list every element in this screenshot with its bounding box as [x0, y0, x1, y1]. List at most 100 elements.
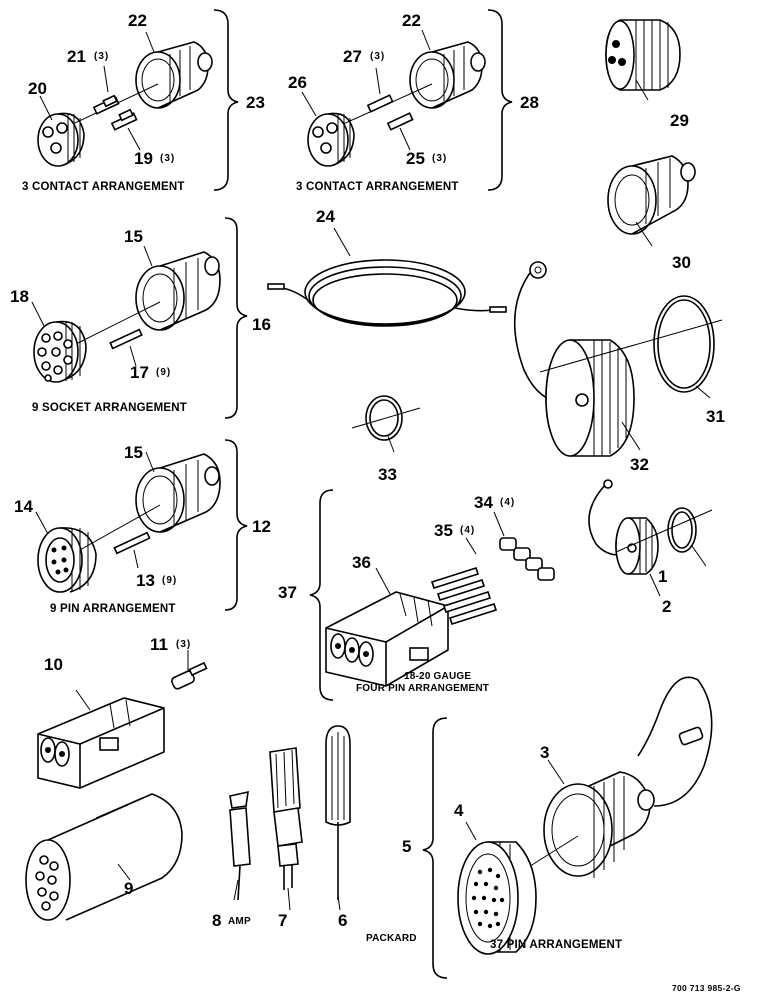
callout-31: 31 — [706, 407, 725, 426]
qty-25: (3) — [432, 153, 448, 164]
part-36-housing — [325, 591, 449, 687]
callout-21: 21 — [67, 47, 86, 66]
callout-5: 5 — [402, 837, 412, 856]
part-33-ring — [351, 395, 421, 441]
part-19-contacts — [110, 108, 138, 131]
part-34-seals — [499, 537, 555, 581]
callout-36: 36 — [352, 553, 371, 572]
part-7-insertion-tool — [269, 747, 303, 890]
callout-3: 3 — [540, 743, 550, 762]
part-6-packard-tool — [325, 725, 351, 900]
callout-13: 13 — [136, 571, 155, 590]
callout-23: 23 — [246, 93, 265, 112]
part-24-cable — [267, 259, 507, 327]
part-1-ring — [667, 507, 697, 553]
caption-18-20-gauge: 18-20 GAUGE — [404, 671, 472, 682]
caption-3-contact-a: 3 CONTACT ARRANGEMENT — [22, 181, 185, 193]
caption-amp: AMP — [228, 916, 251, 927]
callout-14: 14 — [14, 497, 33, 516]
leader-lines — [31, 29, 711, 911]
callout-15-b: 15 — [124, 443, 143, 462]
callout-8: 8 — [212, 911, 222, 930]
part-10-housing — [37, 697, 165, 789]
callout-22-b: 22 — [402, 11, 421, 30]
part-20-insert-a — [37, 112, 85, 167]
qty-17: (9) — [156, 367, 172, 378]
bracket-23 — [213, 9, 239, 191]
part-18-insert — [33, 320, 87, 383]
callout-20: 20 — [28, 79, 47, 98]
callout-32: 32 — [630, 455, 649, 474]
drawing-code: 700 713 985-2-G — [672, 983, 741, 993]
bracket-12 — [224, 439, 248, 611]
callout-30: 30 — [672, 253, 691, 272]
part-2-cap — [588, 479, 659, 575]
callout-26: 26 — [288, 73, 307, 92]
qty-21: (3) — [94, 51, 110, 62]
caption-9-socket: 9 SOCKET ARRANGEMENT — [32, 402, 187, 414]
part-35-terminals — [430, 566, 498, 626]
part-15-shell-a — [135, 251, 221, 331]
bracket-16 — [224, 217, 248, 419]
part-17-contact — [109, 328, 143, 350]
caption-packard: PACKARD — [366, 933, 417, 944]
bracket-5 — [422, 717, 448, 979]
callout-11: 11 — [150, 635, 168, 654]
part-13-pin — [113, 531, 151, 555]
callout-28: 28 — [520, 93, 539, 112]
part-9-plug — [25, 793, 183, 921]
part-11-seal — [171, 661, 208, 690]
caption-four-pin: FOUR PIN ARRANGEMENT — [356, 683, 490, 694]
callout-37: 37 — [278, 583, 297, 602]
qty-11: (3) — [176, 639, 192, 650]
qty-35: (4) — [460, 525, 476, 536]
bracket-28 — [487, 9, 513, 191]
part-3-shell — [543, 676, 713, 878]
callout-24: 24 — [316, 207, 335, 226]
qty-19: (3) — [160, 153, 176, 164]
part-4-insert — [457, 841, 537, 955]
callout-22-a: 22 — [128, 11, 147, 30]
caption-3-contact-b: 3 CONTACT ARRANGEMENT — [296, 181, 459, 193]
bracket-37 — [309, 489, 334, 701]
callout-1: 1 — [658, 567, 668, 586]
caption-9-pin: 9 PIN ARRANGEMENT — [50, 603, 176, 615]
part-27-contacts — [366, 94, 394, 113]
part-26-insert-b — [307, 112, 355, 167]
callout-9: 9 — [124, 879, 134, 898]
callout-17: 17 — [130, 363, 149, 382]
part-22-shell-b — [409, 41, 486, 109]
part-32-cap — [513, 261, 635, 457]
callout-29: 29 — [670, 111, 689, 130]
callout-33: 33 — [378, 465, 397, 484]
callout-10: 10 — [44, 655, 63, 674]
part-8-amp-tool — [229, 790, 251, 901]
callout-15-a: 15 — [124, 227, 143, 246]
qty-27: (3) — [370, 51, 386, 62]
part-30-shell — [607, 155, 696, 235]
callout-2: 2 — [662, 597, 672, 616]
callout-34: 34 — [474, 493, 493, 512]
callout-25: 25 — [406, 149, 425, 168]
part-14-insert — [37, 527, 97, 593]
callout-27: 27 — [343, 47, 362, 66]
callout-7: 7 — [278, 911, 288, 930]
callout-12: 12 — [252, 517, 271, 536]
part-29-plug — [605, 19, 681, 91]
caption-37-pin: 37 PIN ARRANGEMENT — [490, 939, 623, 951]
qty-13: (9) — [162, 575, 178, 586]
callout-6: 6 — [338, 911, 348, 930]
callout-35: 35 — [434, 521, 453, 540]
part-22-shell-a — [135, 41, 213, 109]
callout-18: 18 — [10, 287, 29, 306]
part-15-shell-b — [135, 453, 221, 533]
part-31-ring — [653, 295, 715, 393]
callout-4: 4 — [454, 801, 464, 820]
part-25-contacts — [386, 112, 414, 131]
part-21-contacts — [92, 94, 120, 115]
callout-19: 19 — [134, 149, 153, 168]
qty-34: (4) — [500, 497, 516, 508]
callout-16: 16 — [252, 315, 271, 334]
